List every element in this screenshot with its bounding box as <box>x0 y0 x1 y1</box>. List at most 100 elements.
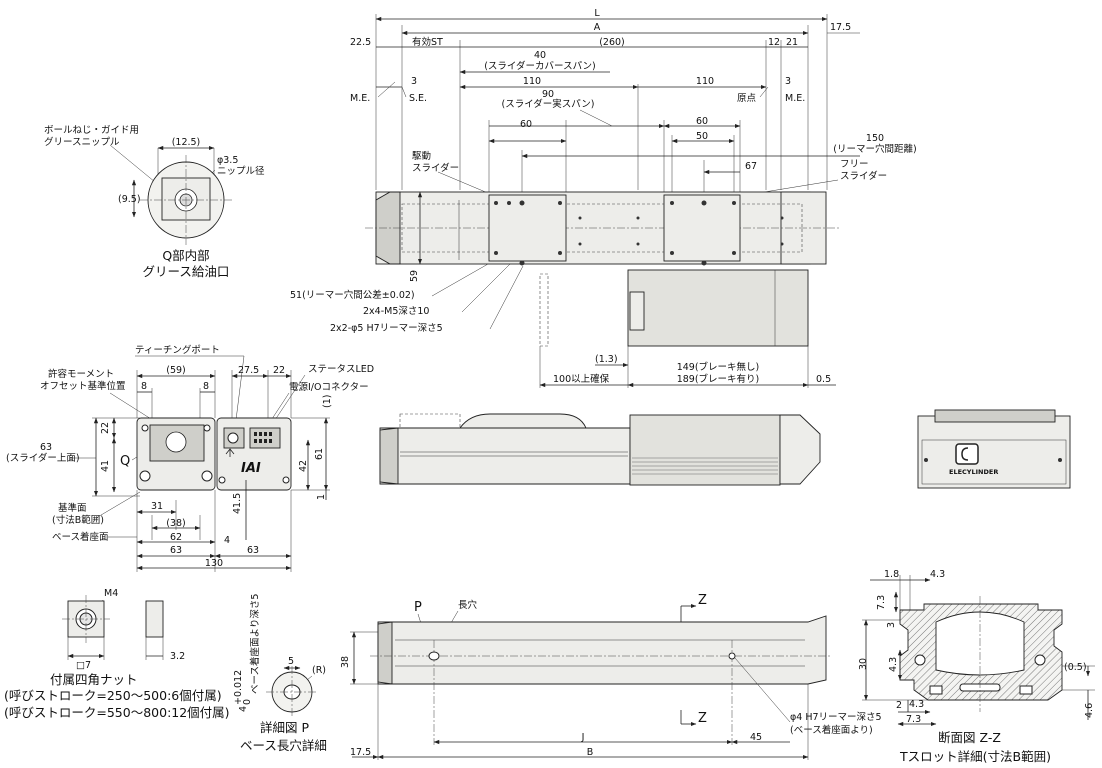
dim-7-3-top: 7.3 <box>876 595 887 610</box>
note-phi4-2: (ベース着座面より) <box>790 724 873 736</box>
label-status-led: ステータスLED <box>308 364 374 375</box>
dim-0-5-section: (0.5) <box>1064 662 1087 673</box>
dim-4-3-bot: 4.3 <box>909 699 924 710</box>
label-power-io: 電源I/Oコネクター <box>289 382 369 393</box>
dim-21: 21 <box>786 37 798 48</box>
dim-100: 100以上確保 <box>553 373 610 385</box>
label-m4: M4 <box>104 588 118 599</box>
dim-63-a: 63 <box>170 545 182 556</box>
note-51: 51(リーマー穴間公差±0.02) <box>290 289 415 301</box>
dim-150: 150 <box>866 133 884 144</box>
dim-50: 50 <box>696 131 708 142</box>
dim-7-3-bot: 7.3 <box>906 714 921 725</box>
label-moment-1: 許容モーメント <box>48 368 114 380</box>
tol-main: 4 <box>238 706 249 712</box>
note-phi4-1: φ4 H7リーマー深さ5 <box>790 712 882 723</box>
note-cover-span: (スライダーカバースパン) <box>484 60 596 72</box>
dim-41: 41 <box>100 460 111 472</box>
note-h7: 2x2-φ5 H7リーマー深さ5 <box>330 323 443 334</box>
dim-17-5-bottom: 17.5 <box>350 747 371 758</box>
side-view <box>379 413 821 486</box>
tol-lower: 0 <box>242 699 253 705</box>
dim-110-left: 110 <box>523 76 541 87</box>
dim-41-5: 41.5 <box>232 493 243 514</box>
dim-3-left: 3 <box>411 76 417 87</box>
nut-caption-1: 付属四角ナット <box>50 672 138 687</box>
dim-30: 30 <box>858 658 869 670</box>
side-view-motor <box>629 414 781 486</box>
detail-p: ベース着座面より深さ5 4 +0.012 0 5 (R) 詳細図 P ベース長穴… <box>233 594 327 753</box>
dim-A: A <box>594 22 601 33</box>
dim-1-bottom: 1 <box>316 494 327 500</box>
note-m5: 2x4-M5深さ10 <box>363 306 429 317</box>
dim-130: 130 <box>205 558 223 569</box>
detail-q-caption-2: グリース給油口 <box>143 264 230 279</box>
dim-31: 31 <box>151 501 163 512</box>
label-me-right: M.E. <box>785 93 805 104</box>
dim-90: 90 <box>542 89 554 100</box>
label-se: S.E. <box>409 93 427 104</box>
dim-1-8: 1.8 <box>884 569 899 580</box>
label-z-top: Z <box>698 593 707 608</box>
nut-caption-3: (呼びストローク=550～800:12個付属) <box>4 705 230 720</box>
front-end-logo: ELECYLINDER <box>949 468 998 476</box>
detail-p-caption-1: 詳細図 P <box>260 720 309 735</box>
dim-9-5: (9.5) <box>118 194 141 205</box>
label-slot: 長穴 <box>458 599 478 611</box>
free-slider <box>663 194 741 262</box>
note-range-b: (寸法B範囲) <box>52 514 104 526</box>
label-z-bottom: Z <box>698 711 707 726</box>
nut-side <box>145 600 164 638</box>
end-view-logo: IAI <box>241 461 261 476</box>
tol-upper: +0.012 <box>233 670 244 705</box>
dim-27-5: 27.5 <box>238 365 259 376</box>
dim-67: 67 <box>745 161 757 172</box>
nut-caption-2: (呼びストローク=250～500:6個付属) <box>4 688 222 703</box>
dim-38-end: (38) <box>166 518 186 529</box>
front-end-body <box>917 415 1071 489</box>
dim-22-side: 22 <box>100 422 111 434</box>
dim-12-5: (12.5) <box>172 137 201 148</box>
dim-60-left: 60 <box>520 119 532 130</box>
dim-4-3-top: 4.3 <box>930 569 945 580</box>
dim-42: 42 <box>298 460 309 472</box>
detail-q: ボールねじ・ガイド用グリースニップル (12.5) φ3.5 ニップル径 (9.… <box>44 125 265 279</box>
note-reamer-pitch: (リーマー穴間距離) <box>833 143 916 155</box>
dim-59-top: 59 <box>409 270 420 282</box>
dim-59-end: (59) <box>166 365 186 376</box>
dim-8-left: 8 <box>141 381 147 392</box>
dim-3-right: 3 <box>785 76 791 87</box>
square-nut: M4 □7 3.2 付属四角ナット (呼びストローク=250～500:6個付属)… <box>4 588 230 720</box>
dim-110-right: 110 <box>696 76 714 87</box>
note-nipple-dia: ニップル径 <box>217 165 265 177</box>
dim-22-5: 22.5 <box>350 37 371 48</box>
label-origin: 原点 <box>737 93 757 104</box>
dim-4: 4 <box>224 535 230 546</box>
label-ref-surface: 基準面 <box>58 502 87 514</box>
dim-L: L <box>594 8 600 19</box>
dim-22-top: 22 <box>273 365 285 376</box>
dim-189: 189(ブレーキ有り) <box>677 373 760 385</box>
label-base-mount: ベース着座面 <box>52 531 109 543</box>
dim-2: 2 <box>896 700 902 711</box>
dim-260: (260) <box>599 37 625 48</box>
dim-45: 45 <box>750 732 762 743</box>
drive-slider <box>488 194 567 262</box>
dim-1-3: (1.3) <box>595 354 618 365</box>
dim-4-3-mid: 4.3 <box>888 657 899 672</box>
label-free-slider: フリースライダー <box>840 159 887 182</box>
dim-B: B <box>587 747 594 758</box>
section-zz: 1.8 4.3 7.3 3 30 4.3 (0.5) 4.6 2 4.3 7.3 <box>858 569 1095 764</box>
dim-63-b: 63 <box>247 545 259 556</box>
dim-sq7: □7 <box>76 660 91 671</box>
section-caption-2: Tスロット詳細(寸法B範囲) <box>899 749 1051 764</box>
label-p: P <box>414 600 422 615</box>
label-teaching-port: ティーチングポート <box>135 344 220 356</box>
detail-q-caption-1: Q部内部 <box>162 248 209 263</box>
dim-63-left: 63 <box>40 442 52 453</box>
dim-r: (R) <box>312 665 326 676</box>
dim-3-2: 3.2 <box>170 651 185 662</box>
note-slider-top: (スライダー上面) <box>6 452 80 464</box>
front-end-view: ELECYLINDER <box>917 409 1071 489</box>
